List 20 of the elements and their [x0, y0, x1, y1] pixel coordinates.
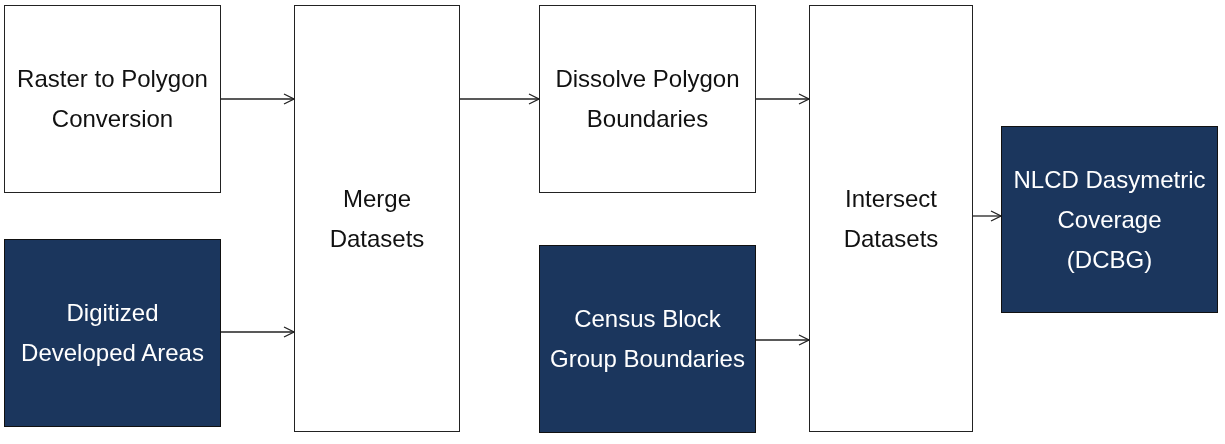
box-label: Merge Datasets — [328, 183, 426, 254]
arrow — [972, 210, 1002, 222]
arrow — [459, 93, 540, 105]
arrow — [220, 93, 295, 105]
arrow — [220, 326, 295, 338]
process-box — [809, 5, 973, 432]
box-label: Raster to Polygon Conversion — [16, 64, 209, 134]
process-box — [539, 5, 756, 193]
process-box — [294, 5, 460, 432]
arrow — [755, 334, 810, 346]
box-label: NLCD Dasymetric Coverage (DCBG) — [1012, 164, 1207, 275]
box-label: Dissolve Polygon Boundaries — [554, 64, 741, 134]
box-label: Census Block Group Boundaries — [549, 304, 746, 374]
process-box — [4, 5, 221, 193]
arrow — [755, 93, 810, 105]
process-box — [539, 245, 756, 433]
box-label: Digitized Developed Areas — [20, 298, 205, 368]
process-box — [1001, 126, 1218, 313]
process-box — [4, 239, 221, 427]
box-label: Intersect Datasets — [842, 183, 940, 254]
